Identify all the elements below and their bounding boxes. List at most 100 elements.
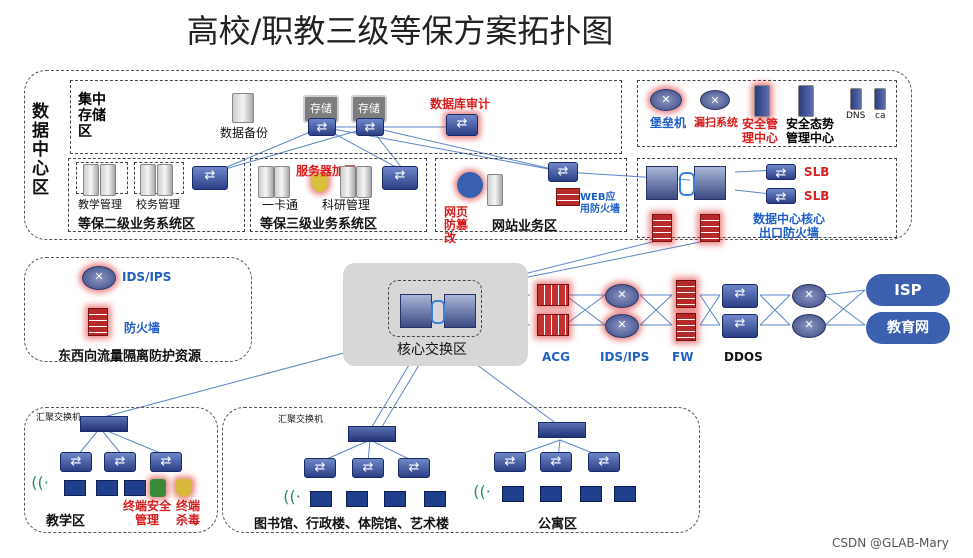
sec-mgmt-label: 安全管理中心 — [742, 117, 779, 145]
tamper-label: 网页防篡改 — [444, 205, 469, 245]
level2-switch — [192, 166, 228, 190]
school-label: 校务管理 — [136, 198, 180, 211]
dorm-pc-3 — [580, 486, 602, 502]
level3-zone — [250, 158, 427, 232]
dorm-zone-label: 公寓区 — [538, 517, 578, 532]
dorm-agg-switch — [538, 422, 586, 438]
exit-link-icon — [679, 172, 695, 196]
core-switch-left — [400, 294, 432, 328]
fw-label: FW — [672, 350, 694, 364]
acg-icon-1 — [537, 284, 569, 306]
teaching-agg-switch — [80, 416, 128, 432]
dns-label: DNS — [846, 111, 866, 121]
library-agg-switch — [348, 426, 396, 442]
db-audit-label: 数据库审计 — [430, 97, 491, 111]
terminal-av-label: 终端杀毒 — [176, 499, 201, 527]
level3-zone-label: 等保三级业务系统区 — [260, 217, 378, 232]
waf-label: WEB应用防火墙 — [580, 192, 620, 215]
situation-icon — [798, 85, 814, 117]
teaching-switch-1 — [60, 452, 92, 472]
slb-1-label: SLB — [804, 165, 830, 179]
ids-icon-1 — [605, 284, 639, 308]
backup-server-icon — [232, 93, 254, 123]
datacenter-label: 数据中心区 — [32, 102, 49, 198]
storage-switch-2 — [356, 118, 384, 136]
acg-icon-2 — [537, 314, 569, 336]
router-icon-2 — [792, 314, 826, 338]
bastion-label: 堡垒机 — [650, 116, 687, 130]
exit-zone — [637, 158, 897, 238]
backup-label: 数据备份 — [220, 126, 269, 140]
web-zone — [435, 158, 627, 232]
web-switch — [548, 162, 578, 182]
teaching-pc-1 — [64, 480, 86, 496]
security-tools-zone — [637, 80, 897, 147]
eastwest-label: 东西向流量隔离防护资源 — [58, 349, 202, 364]
card-server-icon — [258, 166, 274, 198]
teaching-zone — [24, 407, 218, 533]
slb-2-icon — [766, 188, 796, 205]
library-dorm-zone — [222, 407, 700, 533]
research-server-icon-2 — [356, 166, 372, 198]
watermark: CSDN @GLAB-Mary — [832, 536, 949, 550]
library-pc-2 — [346, 491, 368, 507]
research-label: 科研管理 — [322, 198, 371, 212]
ddos-label: DDOS — [724, 350, 763, 364]
dorm-pc-2 — [540, 486, 562, 502]
ca-icon — [874, 88, 886, 110]
ca-label: ca — [875, 111, 886, 121]
research-server-icon — [340, 166, 356, 198]
dorm-pc-1 — [502, 486, 524, 502]
library-zone-label: 图书馆、行政楼、体院馆、艺术楼 — [254, 517, 450, 532]
slb-1-icon — [766, 164, 796, 181]
fw-icon-1 — [676, 280, 696, 308]
school-server-icon-2 — [157, 164, 173, 196]
isp-cloud: ISP — [866, 274, 950, 306]
core-link-icon — [431, 300, 445, 324]
library-pc-1 — [310, 491, 332, 507]
ddos-icon-2 — [722, 314, 758, 338]
page-title: 高校/职教三级等保方案拓扑图 — [186, 12, 614, 50]
level2-zone-label: 等保二级业务系统区 — [78, 217, 196, 232]
level3-switch — [382, 166, 418, 190]
dns-icon — [850, 88, 862, 110]
library-pc-3 — [384, 491, 406, 507]
card-server-icon-2 — [274, 166, 290, 198]
ddos-icon-1 — [722, 284, 758, 308]
terminal-av-icon — [176, 479, 192, 497]
ew-fw-icon — [88, 308, 108, 336]
level2-zone — [68, 158, 245, 232]
teach-label: 教学管理 — [78, 198, 122, 211]
exit-fw-1-icon — [652, 214, 672, 242]
tamper-icon — [457, 172, 483, 198]
terminal-sec-label: 终端安全管理 — [122, 499, 171, 527]
card-label: 一卡通 — [262, 198, 299, 212]
waf-icon — [556, 188, 580, 206]
library-switch-3 — [398, 458, 430, 478]
teaching-switch-2 — [104, 452, 136, 472]
edu-cloud: 教育网 — [866, 312, 950, 344]
web-zone-label: 网站业务区 — [492, 219, 558, 234]
teaching-pc-2 — [96, 480, 118, 496]
library-switch-2 — [352, 458, 384, 478]
ew-fw-label: 防火墙 — [124, 321, 161, 335]
school-server-icon — [140, 164, 156, 196]
ew-ids-label: IDS/IPS — [122, 270, 172, 284]
teaching-agg-label: 汇聚交换机 — [36, 413, 82, 423]
library-pc-4 — [424, 491, 446, 507]
library-switch-1 — [304, 458, 336, 478]
datacenter-zone — [24, 70, 912, 240]
teaching-wifi-icon: ((· — [31, 473, 49, 492]
db-audit-icon — [446, 114, 478, 136]
router-icon-1 — [792, 284, 826, 308]
teach-server-icon-2 — [100, 164, 116, 196]
sec-mgmt-icon — [754, 85, 770, 117]
teaching-switch-3 — [150, 452, 182, 472]
teach-server-icon — [83, 164, 99, 196]
situation-label: 安全态势管理中心 — [786, 117, 835, 145]
exit-core-left — [646, 166, 678, 200]
dorm-switch-3 — [588, 452, 620, 472]
terminal-sec-icon — [150, 479, 166, 497]
fw-icon-2 — [676, 313, 696, 341]
ew-ids-icon — [82, 266, 116, 290]
